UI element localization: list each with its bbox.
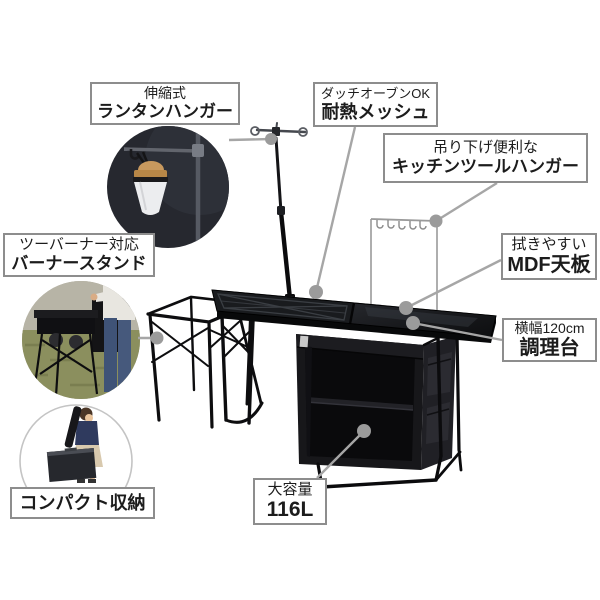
callout-mdf-top-main: MDF天板 — [507, 253, 591, 276]
callout-cooking-counter-sub: 横幅120cm — [514, 320, 585, 337]
callout-compact-storage: コンパクト収納 — [10, 487, 155, 519]
callout-kitchen-tool-hanger-main: キッチンツールハンガー — [392, 157, 579, 177]
callout-capacity-main: 116L — [266, 498, 314, 522]
callout-cooking-counter-main: 調理台 — [519, 336, 580, 359]
tabletop — [211, 289, 497, 343]
callout-lantern-hanger-main: ランタンハンガー — [97, 101, 233, 121]
callout-heat-mesh-main: 耐熱メッシュ — [321, 101, 430, 122]
table-legs — [220, 307, 264, 425]
lantern-hanger-arms — [255, 122, 307, 134]
s-hooks — [376, 220, 427, 230]
storage-cabinet — [296, 332, 463, 489]
callout-cooking-counter: 横幅120cm 調理台 — [502, 318, 597, 362]
callout-burner-stand-main: バーナースタンド — [11, 254, 147, 274]
callout-kitchen-tool-hanger: 吊り下げ便利な キッチンツールハンガー — [383, 133, 588, 183]
dot-mdf-top — [399, 301, 413, 315]
callout-burner-stand: ツーバーナー対応 バーナースタンド — [3, 233, 155, 277]
callout-capacity-sub: 大容量 — [267, 480, 313, 498]
mdf-top — [350, 303, 496, 337]
callout-mdf-top: 拭きやすい MDF天板 — [501, 233, 597, 280]
callout-kitchen-tool-hanger-sub: 吊り下げ便利な — [432, 139, 538, 157]
dot-heat-mesh — [309, 285, 323, 299]
callout-burner-stand-sub: ツーバーナー対応 — [19, 236, 139, 254]
callout-capacity: 大容量 116L — [253, 478, 327, 525]
callout-heat-mesh: ダッチオーブンOK 耐熱メッシュ — [313, 82, 438, 127]
lantern-pole — [250, 122, 308, 302]
side-pocket-lower — [426, 402, 450, 444]
callout-compact-storage-main: コンパクト収納 — [19, 492, 146, 513]
dot-capacity — [357, 424, 371, 438]
dot-tool-hanger — [429, 214, 443, 228]
kitchen-tool-hanger — [370, 218, 438, 310]
dot-counter — [406, 316, 420, 330]
cabinet-shelf — [306, 397, 413, 410]
callout-dots — [150, 133, 443, 438]
callout-heat-mesh-sub: ダッチオーブンOK — [320, 86, 430, 102]
callout-lantern-hanger: 伸縮式 ランタンハンガー — [90, 82, 240, 125]
cabinet-frame-legs — [316, 332, 463, 489]
camp-kitchen-illustration — [146, 122, 497, 489]
callout-mdf-top-sub: 拭きやすい — [511, 236, 587, 254]
inset-lantern-photo — [107, 126, 229, 248]
cabinet-tag — [299, 335, 309, 348]
leader-lines — [138, 126, 503, 479]
dot-burner-stand — [150, 331, 164, 345]
dot-lantern-hanger — [265, 133, 277, 145]
inset-burner-photo — [22, 281, 140, 399]
callout-lantern-hanger-sub: 伸縮式 — [144, 85, 186, 102]
